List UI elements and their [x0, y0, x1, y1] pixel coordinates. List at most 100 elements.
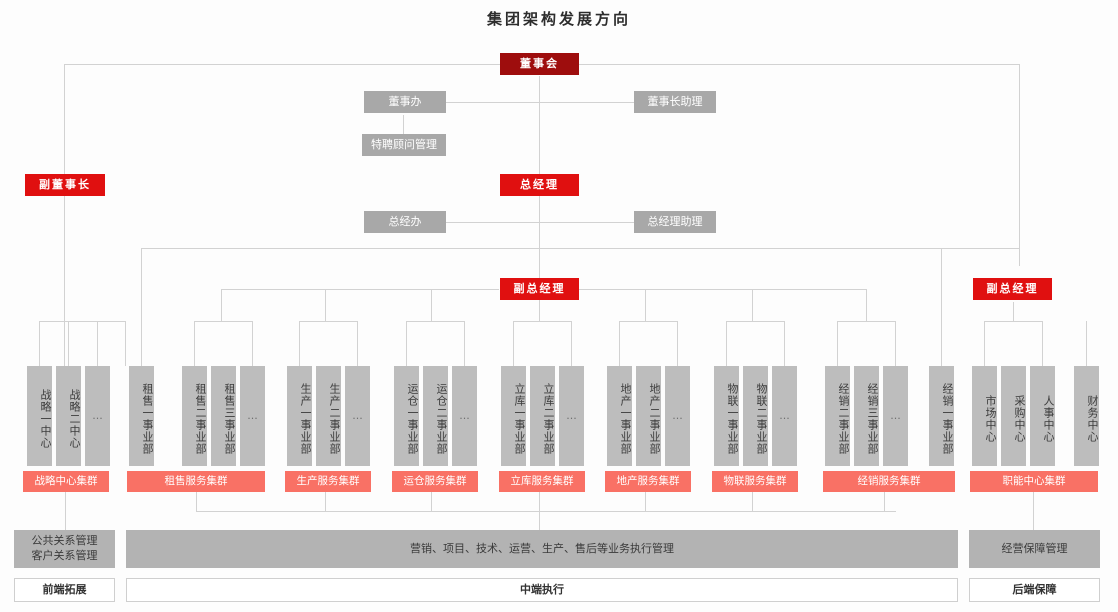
unit-box-ellipsis[interactable]: ... [240, 366, 265, 466]
unit-box[interactable]: 经销三事业部 [854, 366, 879, 466]
footer-back-stage[interactable]: 后端保障 [969, 578, 1100, 602]
cluster-bar[interactable]: 职能中心集群 [970, 471, 1098, 492]
connector-stem-g9a [984, 321, 985, 366]
connector-stem-g7b [784, 321, 785, 366]
unit-box[interactable]: 财务中心 [1074, 366, 1099, 466]
footer-front-stage[interactable]: 前端拓展 [14, 578, 115, 602]
unit-box[interactable]: 运仓二事业部 [423, 366, 448, 466]
unit-box[interactable]: 人事中心 [1030, 366, 1055, 466]
connector-stem-g1c [97, 321, 98, 366]
connector-vice-gm-spine [141, 248, 1019, 249]
unit-box[interactable]: 物联二事业部 [743, 366, 768, 466]
connector-stem-g6a [619, 321, 620, 366]
connector-stem-g3b [357, 321, 358, 366]
connector-vgm-support-drop [1013, 302, 1014, 321]
footer-middle-stage[interactable]: 中端执行 [126, 578, 958, 602]
cluster-bar[interactable]: 经销服务集群 [823, 471, 955, 492]
connector-stem-g1d [125, 321, 126, 366]
connector-cluster-merge-bus [196, 511, 896, 512]
band-front-line2: 客户关系管理 [31, 549, 98, 562]
unit-box-ellipsis[interactable]: ... [665, 366, 690, 466]
connector-vgm-drop-1 [221, 289, 222, 321]
unit-box-ellipsis[interactable]: ... [883, 366, 908, 466]
unit-box[interactable]: 物联一事业部 [714, 366, 739, 466]
unit-box[interactable]: 生产一事业部 [287, 366, 312, 466]
connector-board-office-to-consultant [403, 115, 404, 134]
connector-board-to-gm [539, 76, 540, 174]
connector-vgm-drop-7 [866, 289, 867, 321]
band-back-responsibilities[interactable]: 经营保障管理 [969, 530, 1100, 568]
unit-box[interactable]: 战略二中心 [56, 366, 81, 466]
connector-right-spine-drop [1019, 64, 1020, 266]
box-board[interactable]: 董事会 [500, 53, 579, 75]
box-board-office[interactable]: 董事办 [364, 91, 446, 113]
unit-box[interactable]: 租售三事业部 [211, 366, 236, 466]
connector-fan-g2 [194, 321, 252, 322]
unit-box[interactable]: 生产二事业部 [316, 366, 341, 466]
connector-cluster9-to-band [1033, 492, 1034, 530]
unit-box-ellipsis[interactable]: ... [452, 366, 477, 466]
connector-cluster2-drop [196, 492, 197, 511]
box-consultant-management[interactable]: 特聘顾问管理 [362, 134, 446, 156]
unit-box[interactable]: 经销二事业部 [825, 366, 850, 466]
connector-vgm-drop-2 [325, 289, 326, 321]
connector-stem-g5b [571, 321, 572, 366]
cluster-bar[interactable]: 租售服务集群 [127, 471, 265, 492]
connector-cluster1-to-band [65, 492, 66, 530]
connector-vice-gm-spine-left-drop [141, 248, 142, 366]
unit-box-ellipsis[interactable]: ... [559, 366, 584, 466]
unit-box[interactable]: 市场中心 [972, 366, 997, 466]
box-gm-office[interactable]: 总经办 [364, 211, 446, 233]
connector-cluster5-drop [539, 492, 540, 511]
box-gm-assistant[interactable]: 总经理助理 [634, 211, 716, 233]
cluster-bar[interactable]: 战略中心集群 [23, 471, 109, 492]
connector-board-spine-right [579, 64, 1019, 65]
unit-box[interactable]: 立库二事业部 [530, 366, 555, 466]
connector-stem-g3a [299, 321, 300, 366]
box-chairman-assistant[interactable]: 董事长助理 [634, 91, 716, 113]
unit-box[interactable]: 租售二事业部 [182, 366, 207, 466]
band-front-line1: 公共关系管理 [31, 534, 98, 548]
unit-box[interactable]: 运仓一事业部 [394, 366, 419, 466]
box-vice-gm-support[interactable]: 副总经理 [973, 278, 1052, 300]
connector-cluster6-drop [645, 492, 646, 511]
connector-stem-g1b [68, 321, 69, 366]
box-vice-chairman[interactable]: 副董事长 [25, 174, 105, 196]
unit-box[interactable]: 地产二事业部 [636, 366, 661, 466]
cluster-bar[interactable]: 生产服务集群 [285, 471, 371, 492]
unit-box[interactable]: 采购中心 [1001, 366, 1026, 466]
unit-box-ellipsis[interactable]: ... [85, 366, 110, 466]
unit-box[interactable]: 战略一中心 [27, 366, 52, 466]
connector-vice-chairman-drop [64, 64, 65, 366]
connector-board-office-row [446, 102, 634, 103]
cluster-bar[interactable]: 物联服务集群 [712, 471, 798, 492]
connector-vice-gm-spine-mid-drop [941, 248, 942, 366]
connector-fan-g8 [837, 321, 895, 322]
connector-board-spine-left [64, 64, 501, 65]
connector-fan-g9 [984, 321, 1042, 322]
connector-stem-g2a [194, 321, 195, 366]
unit-box[interactable]: 租售一事业部 [129, 366, 154, 466]
unit-box-ellipsis[interactable]: ... [345, 366, 370, 466]
cluster-bar[interactable]: 运仓服务集群 [392, 471, 478, 492]
box-vice-gm-main[interactable]: 副总经理 [500, 278, 579, 300]
connector-cluster3-drop [325, 492, 326, 511]
unit-box[interactable]: 经销一事业部 [929, 366, 954, 466]
connector-fan-g5 [513, 321, 571, 322]
band-middle-responsibilities[interactable]: 营销、项目、技术、运营、生产、售后等业务执行管理 [126, 530, 958, 568]
unit-box-ellipsis[interactable]: ... [772, 366, 797, 466]
connector-cluster4-drop [431, 492, 432, 511]
connector-fan-g1 [39, 321, 125, 322]
band-front-responsibilities[interactable]: 公共关系管理 客户关系管理 [14, 530, 115, 568]
cluster-bar[interactable]: 立库服务集群 [499, 471, 585, 492]
unit-box[interactable]: 立库一事业部 [501, 366, 526, 466]
connector-gm-office-row [446, 222, 634, 223]
connector-stem-g9b [1042, 321, 1043, 366]
connector-stem-g9c [1086, 321, 1087, 366]
connector-vgm-drop-6 [752, 289, 753, 321]
box-general-manager[interactable]: 总经理 [500, 174, 579, 196]
cluster-bar[interactable]: 地产服务集群 [605, 471, 691, 492]
unit-box[interactable]: 地产一事业部 [607, 366, 632, 466]
connector-vgm-drop-4 [539, 289, 540, 321]
